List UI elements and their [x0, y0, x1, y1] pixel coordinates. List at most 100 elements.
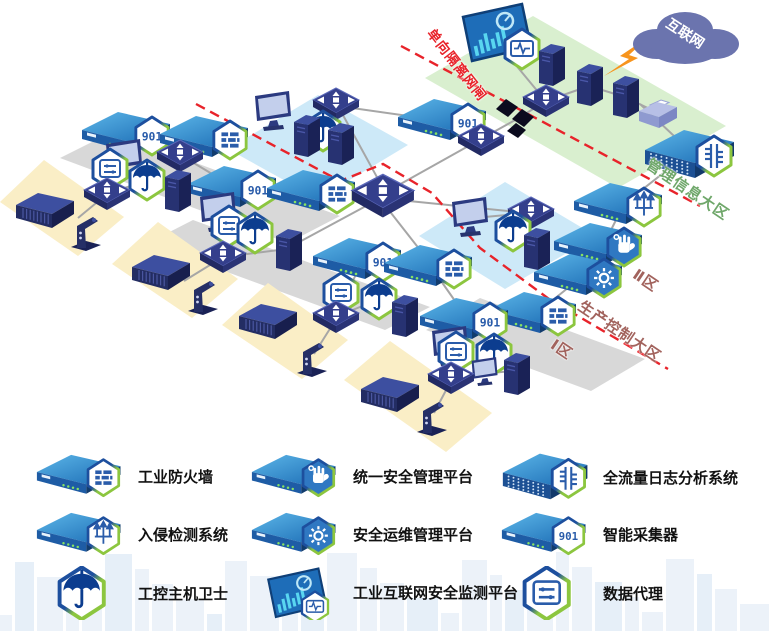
- legend-item-data-agent: 数据代理: [499, 565, 758, 621]
- skyline-building: [642, 612, 663, 631]
- skyline-building: [715, 589, 737, 631]
- skyline-building: [360, 568, 377, 631]
- host-guard-icon: [34, 565, 130, 621]
- appliance-intrusion-detection: [574, 183, 662, 228]
- node-tower: [539, 44, 565, 86]
- legend-label: 全流量日志分析系统: [603, 469, 739, 487]
- log-analysis-system-icon: [499, 447, 595, 508]
- legend-item-unified-security-platform: 统一安全管理平台: [249, 452, 499, 501]
- legend-item-security-ops-platform: 安全运维管理平台: [249, 510, 499, 559]
- appliance-industrial-firewall: [267, 170, 355, 215]
- node-tower: [524, 228, 550, 270]
- rack-log-analysis: [645, 130, 734, 178]
- node-diode: [496, 99, 534, 138]
- node-robot: [297, 343, 327, 377]
- node-plc: [361, 377, 419, 412]
- data-agent-badge: [437, 330, 475, 374]
- legend-item-intrusion-detection: 入侵检测系统: [34, 510, 249, 559]
- node-tower: [577, 64, 603, 106]
- svg-text:901: 901: [480, 316, 501, 330]
- skyline-building: [505, 590, 524, 631]
- skyline-building: [490, 575, 502, 631]
- skyline-building: [441, 613, 459, 631]
- smart-collector-icon: 901: [499, 510, 595, 559]
- unified-security-platform-icon: [249, 452, 345, 501]
- host-guard-badge: [236, 211, 274, 255]
- node-tower: [328, 123, 354, 165]
- node-robot: [71, 217, 101, 251]
- node-plc: [239, 304, 297, 339]
- node-plc: [16, 193, 74, 228]
- intrusion-detection-icon: [34, 510, 130, 559]
- legend-label: 安全运维管理平台: [353, 527, 474, 545]
- legend-label: 数据代理: [603, 585, 664, 603]
- security-monitor-badge: [503, 27, 541, 71]
- skyline-building: [462, 560, 487, 631]
- node-switch: [456, 123, 506, 156]
- host-guard-badge: [494, 209, 532, 253]
- legend-item-smart-collector: 901 智能采集器: [499, 510, 758, 559]
- skyline-building: [740, 604, 769, 631]
- node-switch: [426, 361, 476, 394]
- node-switch: [311, 300, 361, 333]
- skyline-building: [572, 567, 592, 631]
- node-tower: [613, 76, 639, 118]
- node-switch: [155, 139, 205, 172]
- svg-text:901: 901: [248, 184, 269, 198]
- appliance-security-ops-platform: [534, 254, 622, 299]
- security-monitor-platform-icon: [249, 566, 345, 621]
- legend-label: 入侵检测系统: [138, 527, 229, 545]
- appliance-smart-collector: 901: [188, 166, 276, 211]
- network-link: [337, 105, 385, 191]
- node-robot: [188, 281, 218, 315]
- skyline-building: [135, 569, 149, 631]
- data-agent-badge: [91, 147, 129, 191]
- node-switch: [198, 240, 248, 273]
- legend-label: 工业防火墙: [138, 469, 214, 487]
- legend-label: 统一安全管理平台: [353, 469, 474, 487]
- skyline-building: [697, 574, 712, 631]
- data-agent-icon: [499, 565, 595, 621]
- skyline-building: [176, 599, 204, 631]
- node-robot: [417, 402, 447, 436]
- node-coreswitch: [350, 173, 416, 218]
- svg-text:901: 901: [458, 117, 479, 131]
- node-monitor: [255, 91, 291, 131]
- appliance-industrial-firewall: [488, 292, 576, 337]
- node-switch: [521, 84, 571, 117]
- legend-item-security-monitor-platform: 工业互联网安全监测平台: [249, 566, 518, 621]
- node-monitors: [471, 357, 498, 386]
- node-tower: [165, 170, 191, 212]
- network-link: [289, 198, 380, 248]
- appliance-smart-collector: 901: [313, 238, 401, 283]
- skyline-building: [327, 553, 357, 631]
- isolation-gateway-boundary: [400, 44, 701, 208]
- skyline-building: [0, 615, 12, 631]
- skyline-building: [225, 561, 247, 631]
- node-tower: [392, 295, 418, 337]
- skyline-building: [207, 614, 222, 631]
- network-link: [387, 138, 482, 192]
- host-guard-badge: [128, 158, 166, 202]
- host-guard-badge: [360, 277, 398, 321]
- node-monitor: [452, 197, 488, 237]
- node-plc: [132, 255, 190, 290]
- skyline-building: [105, 554, 132, 631]
- skyline-building: [595, 582, 622, 631]
- svg-text:901: 901: [142, 130, 163, 144]
- node-tower: [276, 229, 302, 271]
- skyline-building: [380, 583, 404, 631]
- zone-management-information-zone: [425, 16, 726, 188]
- legend-item-firewall: 工业防火墙: [34, 452, 249, 501]
- legend-label: 智能采集器: [603, 527, 679, 545]
- legend-label: 工业互联网安全监测平台: [353, 585, 519, 603]
- node-tower: [294, 115, 320, 157]
- legend-label: 工控主机卫士: [138, 585, 229, 603]
- legend: 工业防火墙 统一安全管理平台 全流量日志分析系统 入侵检测系统 安全运维管理平台…: [34, 448, 758, 622]
- skyline-building: [152, 584, 173, 631]
- svg-text:901: 901: [558, 530, 578, 543]
- skyline-building: [666, 559, 694, 631]
- skyline-building: [15, 562, 34, 631]
- skyline-building: [407, 598, 438, 631]
